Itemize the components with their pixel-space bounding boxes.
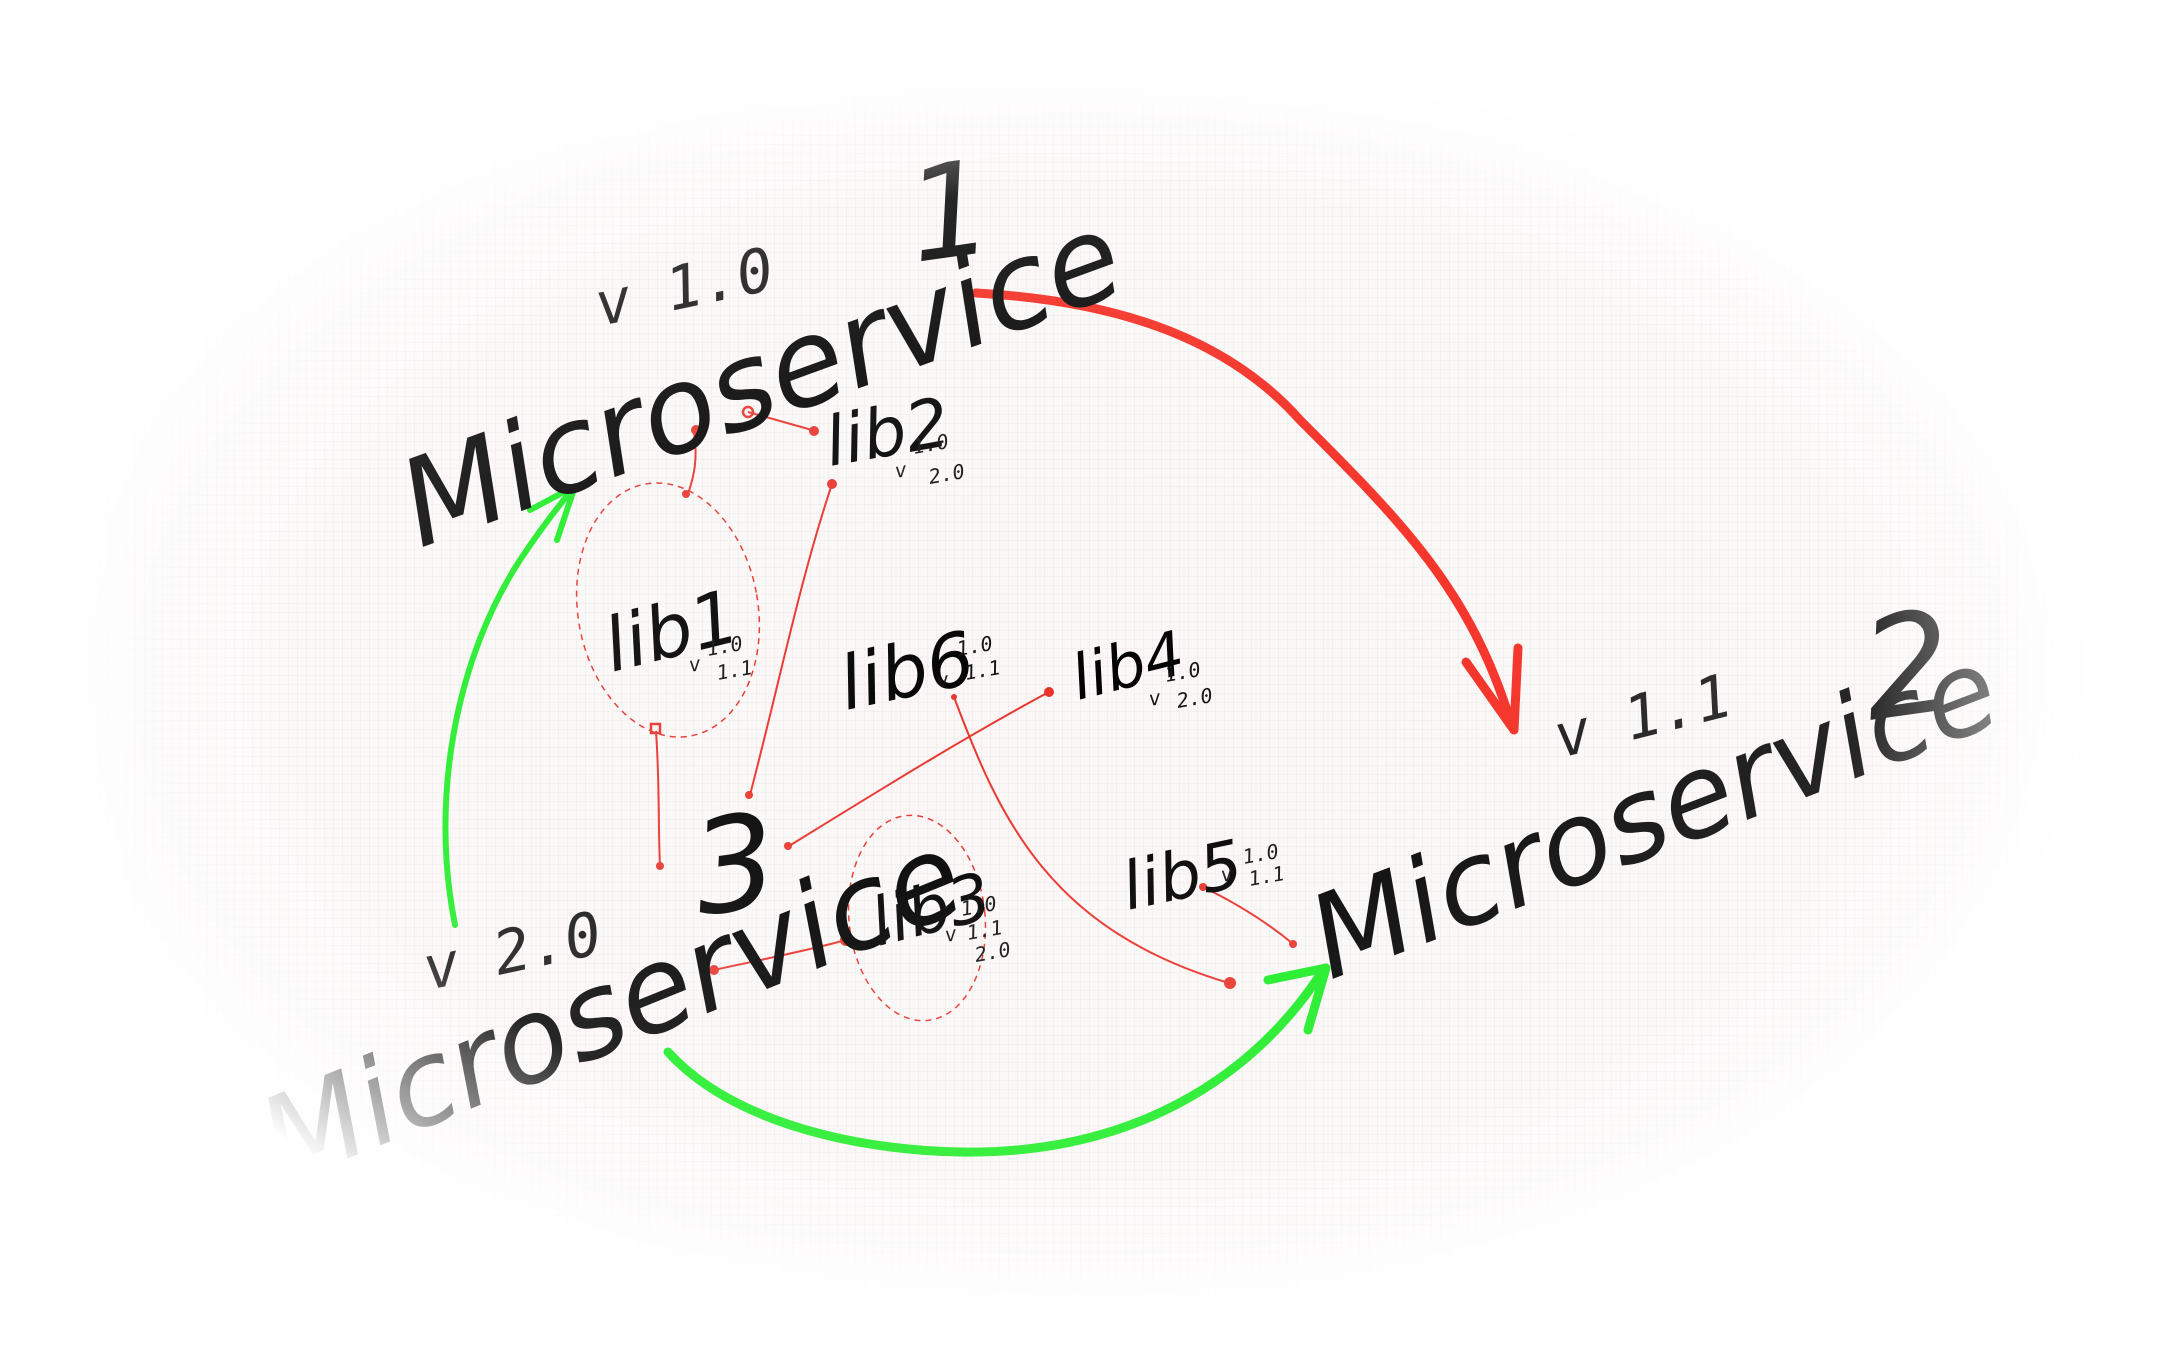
endpoint-dot: [656, 862, 664, 870]
endpoint-dot: [1044, 687, 1054, 697]
endpoint-dot: [1289, 940, 1297, 948]
endpoint-dot: [784, 842, 792, 850]
endpoint-dot: [1224, 977, 1236, 989]
